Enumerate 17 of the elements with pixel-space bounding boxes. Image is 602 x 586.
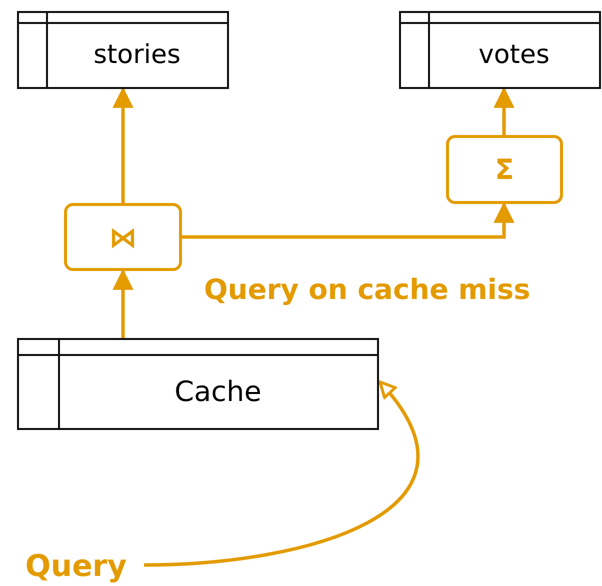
table-box [17, 11, 229, 89]
operator-symbol: ⋈ [109, 220, 137, 254]
sum-operator-box [446, 135, 563, 204]
table-box [17, 338, 379, 430]
join-operator-box [64, 203, 182, 271]
operator-symbol: Σ [494, 153, 514, 186]
query-text: Query [25, 548, 127, 584]
arrow [494, 86, 514, 135]
arrow [182, 202, 514, 239]
arrow [112, 86, 134, 203]
table-name: votes [478, 40, 550, 70]
table-name: stories [93, 40, 181, 70]
arrow [144, 380, 419, 567]
arrow [112, 268, 134, 338]
table-name: Cache [174, 375, 262, 408]
table-box [399, 11, 601, 89]
annotation-text: Query on cache miss [204, 273, 530, 306]
